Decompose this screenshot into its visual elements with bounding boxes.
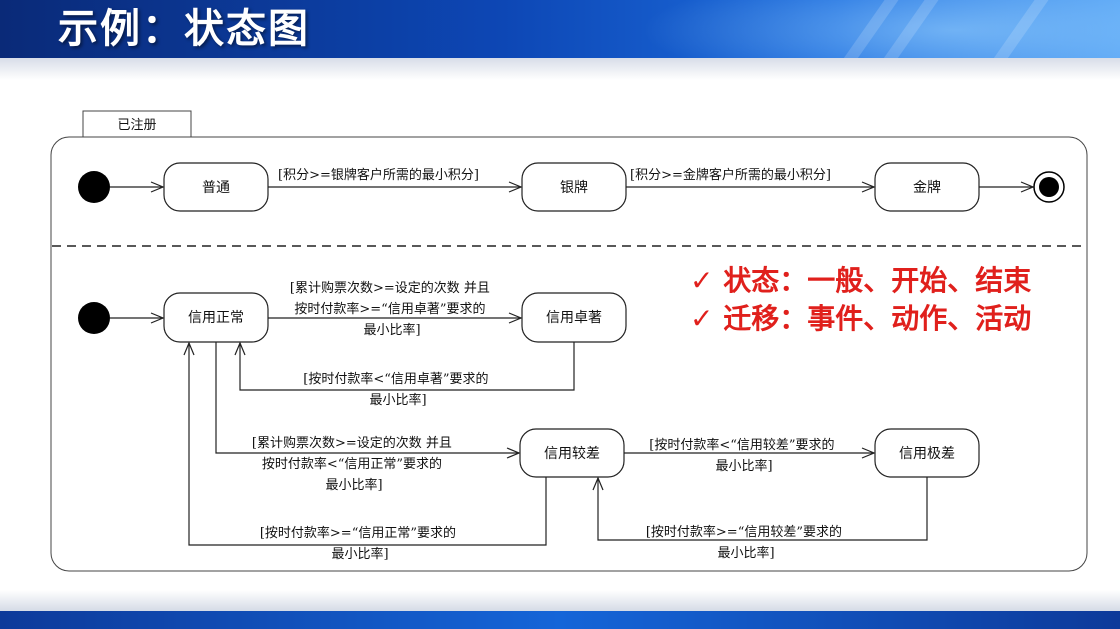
guard-normal-excellent-line1: [累计购票次数>=设定的次数 并且 (290, 280, 490, 296)
guard-excellent-normal-line2: 最小比率] (369, 392, 426, 408)
guard-poor-verypoor-line1: [按时付款率<“信用较差”要求的 (649, 437, 834, 453)
guard-normal-silver: [积分>=银牌客户所需的最小积分] (278, 167, 479, 183)
final-state-dot (1039, 177, 1059, 197)
state-credit-very-poor-label: 信用极差 (899, 446, 955, 462)
state-credit-normal-label: 信用正常 (188, 310, 244, 326)
state-credit-poor-label: 信用较差 (544, 446, 600, 462)
guard-normal-poor-line3: 最小比率] (325, 477, 382, 493)
guard-verypoor-poor-line1: [按时付款率>=“信用较差”要求的 (646, 524, 842, 540)
guard-poor-normal: [按时付款率>=“信用正常”要求的 最小比率] (260, 525, 460, 562)
transition-excellent-normal (240, 342, 575, 391)
guard-normal-excellent: [累计购票次数>=设定的次数 并且 按时付款率>=“信用卓著”要求的 最小比率] (290, 280, 494, 338)
footer-bar (0, 611, 1120, 629)
state-normal-label: 普通 (202, 180, 230, 196)
guard-verypoor-poor-line2: 最小比率] (717, 545, 774, 561)
initial-state-1 (78, 171, 110, 203)
guard-excellent-normal-line1: [按时付款率<“信用卓著”要求的 (303, 371, 488, 387)
guard-excellent-normal: [按时付款率<“信用卓著”要求的 最小比率] (303, 371, 492, 408)
guard-normal-excellent-line2: 按时付款率>=“信用卓著”要求的 (294, 301, 485, 317)
guard-poor-verypoor: [按时付款率<“信用较差”要求的 最小比率] (649, 437, 838, 474)
header-shadow (0, 58, 1120, 80)
guard-normal-poor: [累计购票次数>=设定的次数 并且 按时付款率<“信用正常”要求的 最小比率] (252, 435, 456, 493)
guard-verypoor-poor: [按时付款率>=“信用较差”要求的 最小比率] (646, 524, 846, 561)
transition-verypoor-poor (598, 477, 928, 541)
state-silver-label: 银牌 (560, 179, 588, 196)
transition-normal-poor (215, 342, 519, 453)
composite-label: 已注册 (117, 118, 156, 133)
guard-poor-normal-line1: [按时付款率>=“信用正常”要求的 (260, 525, 456, 541)
note-states: ✓ 状态：一般、开始、结束 (690, 264, 1032, 297)
guard-poor-verypoor-line2: 最小比率] (715, 458, 772, 474)
guard-normal-excellent-line3: 最小比率] (363, 322, 420, 338)
title-bar: 示例：状态图 (0, 0, 1120, 58)
note-transitions: ✓ 迁移：事件、动作、活动 (690, 302, 1032, 335)
guard-silver-gold: [积分>=金牌客户所需的最小积分] (630, 167, 831, 183)
footer-shadow (0, 590, 1120, 611)
guard-normal-poor-line2: 按时付款率<“信用正常”要求的 (262, 456, 442, 472)
guard-poor-normal-line2: 最小比率] (331, 546, 388, 562)
state-gold-label: 金牌 (913, 179, 941, 196)
slide-title: 示例：状态图 (58, 6, 310, 52)
guard-normal-poor-line1: [累计购票次数>=设定的次数 并且 (252, 435, 452, 451)
transition-poor-normal (189, 343, 547, 546)
initial-state-2 (78, 302, 110, 334)
notes-list: ✓ 状态：一般、开始、结束 ✓ 迁移：事件、动作、活动 (690, 262, 1031, 338)
composite-tab (82, 110, 192, 138)
state-credit-excellent-label: 信用卓著 (546, 310, 602, 326)
